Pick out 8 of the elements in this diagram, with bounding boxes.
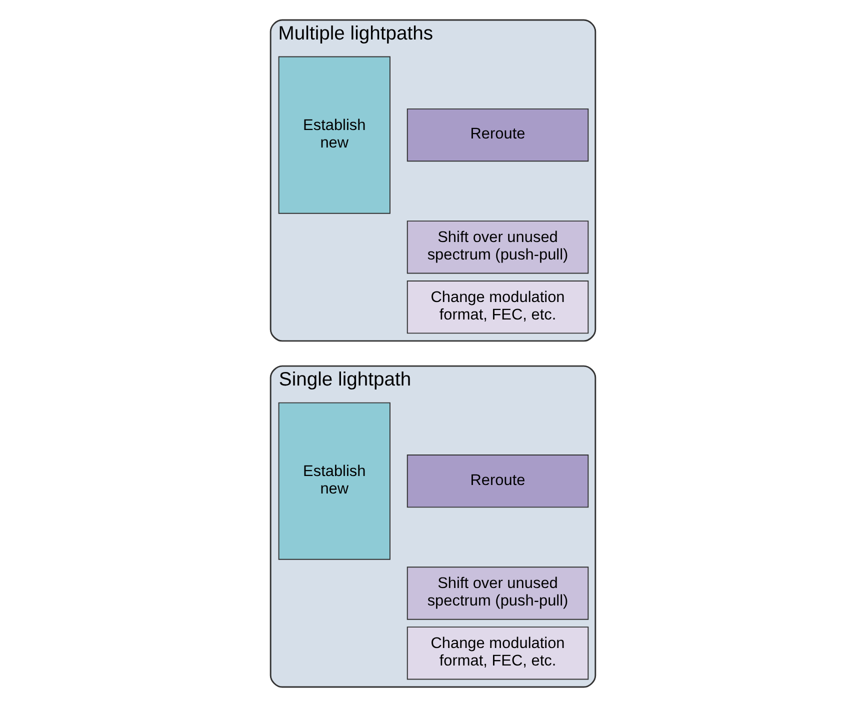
node-box: Establish new: [278, 402, 390, 560]
node-box: Change modulation format, FEC, etc.: [406, 626, 589, 680]
node-box: Reroute: [406, 454, 589, 508]
node-box: Shift over unused spectrum (push-pull): [406, 566, 589, 620]
node-box: Establish new: [278, 56, 390, 214]
node-box: Change modulation format, FEC, etc.: [406, 280, 589, 334]
node-box: Reroute: [406, 108, 589, 162]
node-box: Shift over unused spectrum (push-pull): [406, 220, 589, 274]
